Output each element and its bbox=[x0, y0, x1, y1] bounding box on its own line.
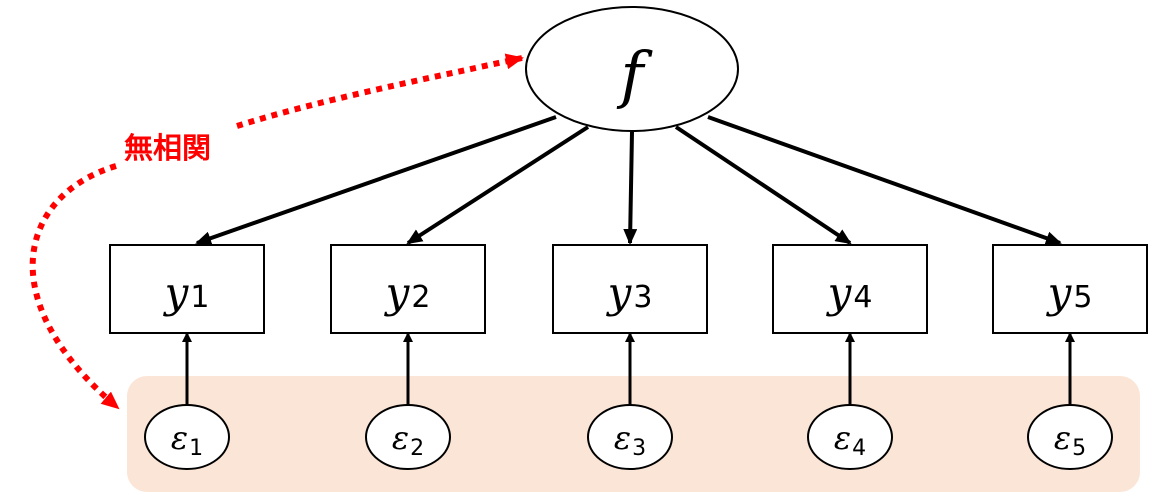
error-label-2: ε2 bbox=[392, 419, 424, 461]
observed-node-5: y5 bbox=[992, 244, 1148, 334]
loading-arrow-2 bbox=[406, 125, 590, 245]
observed-label-1: y1 bbox=[163, 268, 210, 317]
uncorrelated-label: 無相関 bbox=[124, 131, 211, 165]
factor-node: f bbox=[525, 6, 739, 132]
error-node-4: ε4 bbox=[807, 404, 893, 470]
observed-label-2: y2 bbox=[384, 268, 431, 317]
observed-node-3: y3 bbox=[552, 244, 708, 334]
observed-label-4: y4 bbox=[826, 268, 873, 317]
loading-arrow-5 bbox=[707, 115, 1062, 245]
error-node-5: ε5 bbox=[1027, 404, 1113, 470]
loading-arrow-1 bbox=[195, 115, 557, 245]
observed-node-4: y4 bbox=[772, 244, 928, 334]
observed-node-2: y2 bbox=[330, 244, 486, 334]
error-label-4: ε4 bbox=[834, 419, 866, 461]
error-node-2: ε2 bbox=[365, 404, 451, 470]
error-node-1: ε1 bbox=[144, 404, 230, 470]
error-label-5: ε5 bbox=[1054, 419, 1086, 461]
uncorrelated-arrow bbox=[236, 53, 524, 129]
observed-node-1: y1 bbox=[109, 244, 265, 334]
uncorrelated-arrow-lower bbox=[29, 163, 120, 411]
error-label-1: ε1 bbox=[171, 419, 203, 461]
observed-label-5: y5 bbox=[1046, 268, 1093, 317]
observed-label-3: y3 bbox=[606, 268, 653, 317]
loading-arrow-4 bbox=[674, 125, 852, 245]
error-node-3: ε3 bbox=[587, 404, 673, 470]
error-label-3: ε3 bbox=[614, 419, 646, 461]
loading-arrow-3 bbox=[623, 131, 638, 245]
